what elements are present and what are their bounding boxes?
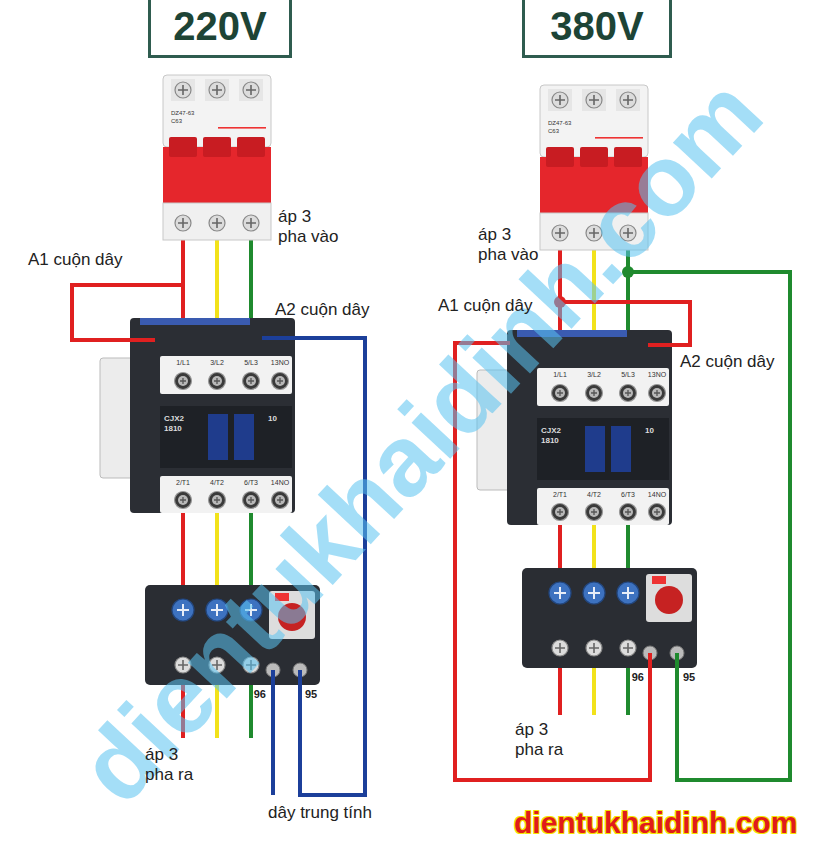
terminal-label: 14NO <box>648 491 666 499</box>
terminal-label: 6/T3 <box>244 479 258 487</box>
terminal-label: 3/L2 <box>587 371 601 379</box>
device-marking: 1810 <box>541 436 559 445</box>
terminal-label: 6/T3 <box>621 491 635 499</box>
device-marking: 10 <box>645 426 654 435</box>
annotation-label: A2 cuộn dây <box>275 300 370 320</box>
device-marking: C63 <box>171 118 182 125</box>
voltage-box: 220V <box>148 0 292 58</box>
neutral-wire <box>271 670 275 795</box>
terminal-label: 14NO <box>271 479 289 487</box>
terminal-label: 2/T1 <box>176 479 190 487</box>
brand-text: dientukhaidinh.com <box>514 806 797 841</box>
terminal-label: 1/L1 <box>553 371 567 379</box>
annotation-label: A1 cuộn dây <box>28 250 123 270</box>
device-marking: C63 <box>548 128 559 135</box>
annotation-label: dây trung tính <box>268 803 372 823</box>
device-marking: CJX2 <box>541 426 561 435</box>
voltage-label: 380V <box>550 4 643 49</box>
terminal-label: 13NO <box>271 359 289 367</box>
circuit-breaker <box>163 75 271 240</box>
annotation-label: A1 cuộn dây <box>438 296 533 316</box>
device-marking: DZ47-63 <box>171 110 194 117</box>
terminal-number: 95 <box>305 688 317 701</box>
device-marking: 1810 <box>164 424 182 433</box>
terminal-label: 5/L3 <box>244 359 258 367</box>
a1-wire <box>72 285 183 340</box>
terminal-number: 95 <box>683 671 695 684</box>
annotation-label: áp 3 pha vào <box>478 225 541 264</box>
terminal-number: 96 <box>254 688 266 701</box>
terminal-label: 1/L1 <box>176 359 190 367</box>
terminal-label: 5/L3 <box>621 371 635 379</box>
annotation-label: áp 3 pha vào <box>278 207 341 246</box>
annotation-label: áp 3 pha ra <box>515 720 578 759</box>
return-wire <box>628 272 790 780</box>
device-marking: 10 <box>268 414 277 423</box>
terminal-label: 3/L2 <box>210 359 224 367</box>
terminal-label: 4/T2 <box>587 491 601 499</box>
terminal-label: 13NO <box>648 371 666 379</box>
overload-relay <box>522 568 697 668</box>
terminal-label: 2/T1 <box>553 491 567 499</box>
annotation-label: A2 cuộn dây <box>680 352 775 372</box>
terminal-label: 4/T2 <box>210 479 224 487</box>
contactor <box>100 318 295 513</box>
voltage-label: 220V <box>173 4 266 49</box>
annotation-label: áp 3 pha ra <box>145 745 208 784</box>
device-marking: DZ47-63 <box>548 120 571 127</box>
voltage-box: 380V <box>522 0 672 58</box>
terminal-number: 96 <box>632 671 644 684</box>
device-marking: CJX2 <box>164 414 184 423</box>
